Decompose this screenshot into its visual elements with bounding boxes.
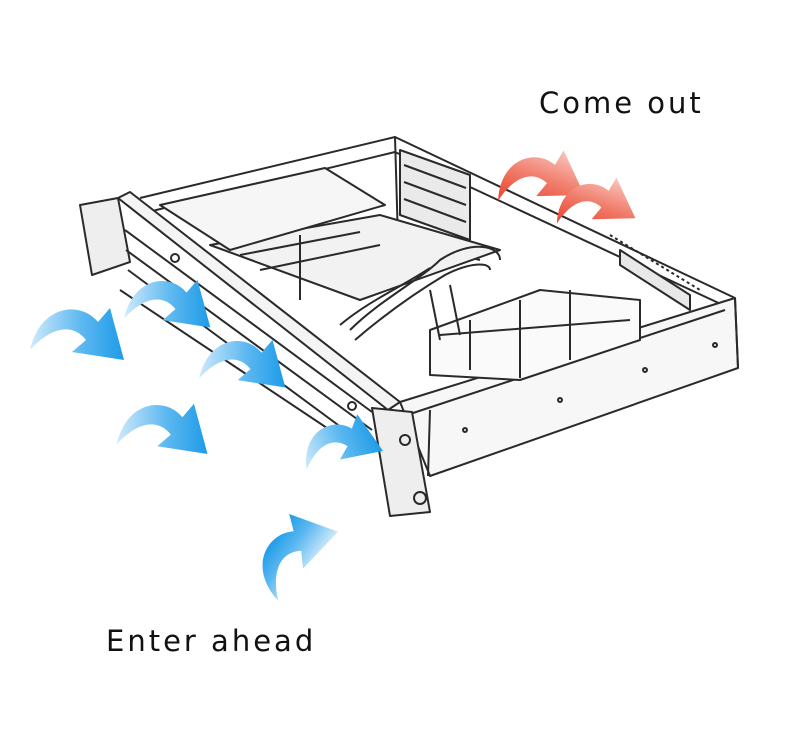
exhaust-arrows: [491, 148, 635, 232]
airflow-in-arrow-icon: [30, 308, 124, 360]
airflow-in-arrow-icon: [245, 503, 338, 606]
airflow-in-arrow-icon: [199, 340, 285, 388]
server-chassis: [80, 137, 738, 516]
airflow-in-arrow-icon: [124, 280, 210, 328]
airflow-in-arrow-icon: [295, 410, 383, 478]
airflow-in-arrow-icon: [117, 404, 208, 454]
exhaust-label: Come out: [539, 86, 704, 120]
intake-label: Enter ahead: [106, 624, 316, 658]
